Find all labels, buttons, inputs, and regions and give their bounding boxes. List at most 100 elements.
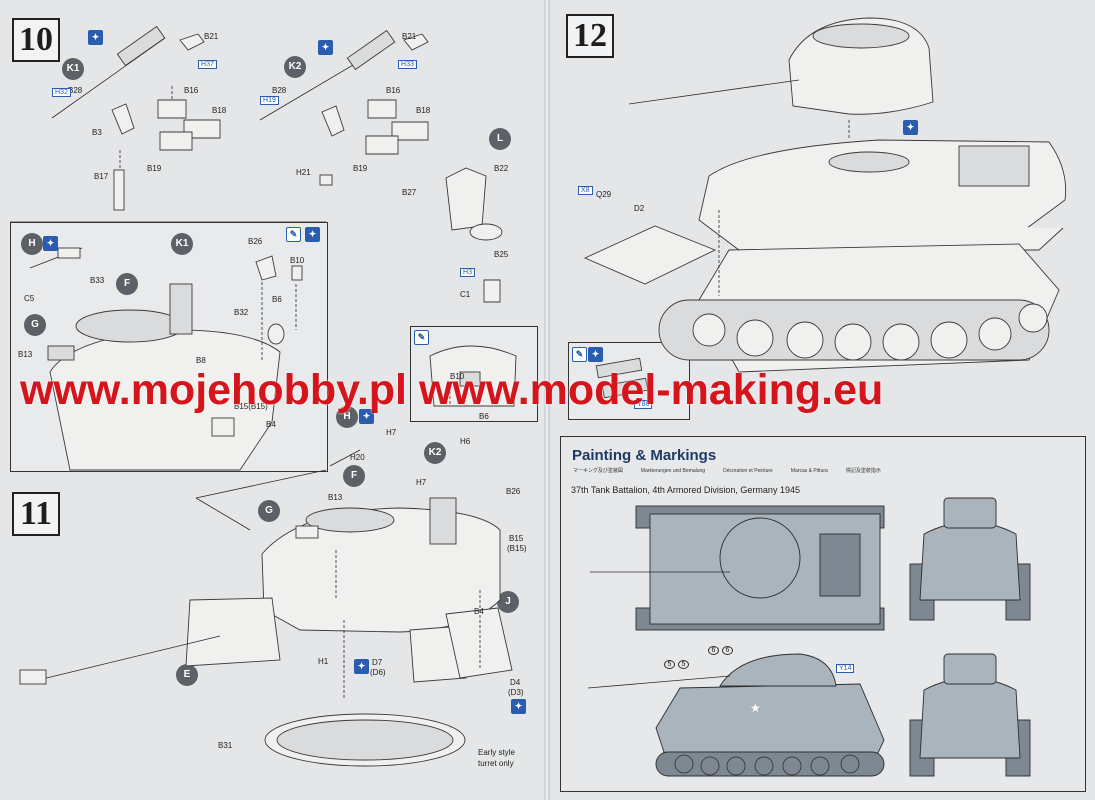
- runner-tag: Y14: [836, 664, 855, 673]
- paint-icon: ✦: [511, 699, 526, 714]
- watermark-text: www.mojehobby.pl www.model-making.eu: [20, 366, 884, 414]
- decal-marker: 5: [664, 660, 675, 669]
- svg-text:★: ★: [750, 701, 761, 715]
- part-label: C5: [24, 294, 35, 303]
- part-label: B15: [509, 534, 524, 543]
- callout-g-step11: G: [258, 500, 280, 522]
- part-label: B10: [290, 256, 305, 265]
- step-10-number: 10: [12, 18, 60, 62]
- part-label: (D6): [370, 668, 386, 677]
- part-label: H6: [460, 437, 471, 446]
- part-label: B32: [234, 308, 249, 317]
- part-label: D7: [372, 658, 383, 667]
- callout-j: J: [497, 591, 519, 613]
- callout-h-step11: H: [336, 406, 358, 428]
- runner-tag: H37: [198, 60, 217, 69]
- callout-g: G: [24, 314, 46, 336]
- detail-inset-drawing: [429, 345, 517, 407]
- runner-tag: H33: [398, 60, 417, 69]
- glue-icon: ✎: [572, 347, 587, 362]
- painting-markings-title: Painting & Markings: [572, 447, 717, 464]
- part-label: (D3): [508, 688, 524, 697]
- paint-icon: ✦: [588, 347, 603, 362]
- part-label: C1: [460, 290, 471, 299]
- part-label: B6: [272, 295, 282, 304]
- runner-tag: Y80: [634, 400, 653, 409]
- part-label: B18: [416, 106, 431, 115]
- step-11-number: 11: [12, 492, 60, 536]
- paint-icon: ✦: [318, 40, 333, 55]
- part-label: B3: [92, 128, 102, 137]
- callout-l: L: [489, 128, 511, 150]
- machine-gun-k1: [51, 25, 221, 211]
- unit-caption: 37th Tank Battalion, 4th Armored Divisio…: [571, 485, 800, 495]
- part-label: B33: [90, 276, 105, 285]
- step-12-number: 12: [566, 14, 614, 58]
- part-label: B26: [248, 237, 263, 246]
- tank-top-view: [590, 505, 885, 631]
- part-label: B13: [18, 350, 33, 359]
- callout-f-step11: F: [343, 465, 365, 487]
- decal-marker: 6: [708, 646, 719, 655]
- part-label: B22: [494, 164, 509, 173]
- step-12-drawing: [583, 17, 1067, 399]
- callout-k2: K2: [284, 56, 306, 78]
- step-10-drawing: [10, 25, 503, 303]
- runner-tag: X8: [578, 186, 593, 195]
- part-label: B21: [402, 32, 417, 41]
- tank-front-view: [909, 497, 1031, 621]
- glue-icon: ✎: [414, 330, 429, 345]
- part-label: H7: [416, 478, 427, 487]
- part-label: B27: [402, 188, 417, 197]
- part-label: D4: [510, 678, 521, 687]
- glue-icon: ✎: [286, 227, 301, 242]
- part-label: B25: [494, 250, 509, 259]
- early-style-note: Early style: [478, 748, 515, 757]
- part-label: B19: [147, 164, 162, 173]
- part-label: B17: [94, 172, 109, 181]
- part-label: B4: [474, 607, 484, 616]
- part-label: H7: [386, 428, 397, 437]
- part-label: B28: [272, 86, 287, 95]
- part-label: B16: [184, 86, 199, 95]
- tank-profiles: ★: [587, 497, 1031, 777]
- part-label: H1: [318, 657, 329, 666]
- periscope-l: [445, 167, 503, 303]
- paint-icon: ✦: [354, 659, 369, 674]
- machine-gun-k2: [259, 29, 429, 186]
- page-crease: [544, 0, 550, 800]
- part-label: B4: [266, 420, 276, 429]
- part-label: B28: [68, 86, 83, 95]
- paint-icon: ✦: [903, 120, 918, 135]
- callout-f: F: [116, 273, 138, 295]
- tank-rear-view: [909, 653, 1031, 777]
- part-label: B13: [328, 493, 343, 502]
- part-label: B31: [218, 741, 233, 750]
- paint-icon: ✦: [43, 236, 58, 251]
- decal-marker: 5: [678, 660, 689, 669]
- part-label: B26: [506, 487, 521, 496]
- callout-e: E: [176, 664, 198, 686]
- callout-h: H: [21, 233, 43, 255]
- part-label: B21: [204, 32, 219, 41]
- runner-tag: H32: [52, 88, 71, 97]
- turret-inset-drawing: [29, 247, 303, 471]
- runner-tag: H3: [460, 268, 475, 277]
- part-label: D2: [634, 204, 645, 213]
- part-label: B6: [479, 412, 489, 421]
- paint-icon: ✦: [88, 30, 103, 45]
- part-label: Q29: [596, 190, 612, 199]
- part-label: B8: [196, 356, 206, 365]
- paint-icon: ✦: [359, 409, 374, 424]
- part-label: H21: [296, 168, 311, 177]
- callout-k2-step11: K2: [424, 442, 446, 464]
- tank-side-view: ★: [587, 653, 885, 777]
- early-style-note: turret only: [478, 759, 514, 768]
- step-11-drawing: [19, 449, 513, 767]
- part-label: B19: [353, 164, 368, 173]
- part-label: (B15): [507, 544, 527, 553]
- part-label: B10: [450, 372, 465, 381]
- part-label: H20: [350, 453, 365, 462]
- part-label: B16: [386, 86, 401, 95]
